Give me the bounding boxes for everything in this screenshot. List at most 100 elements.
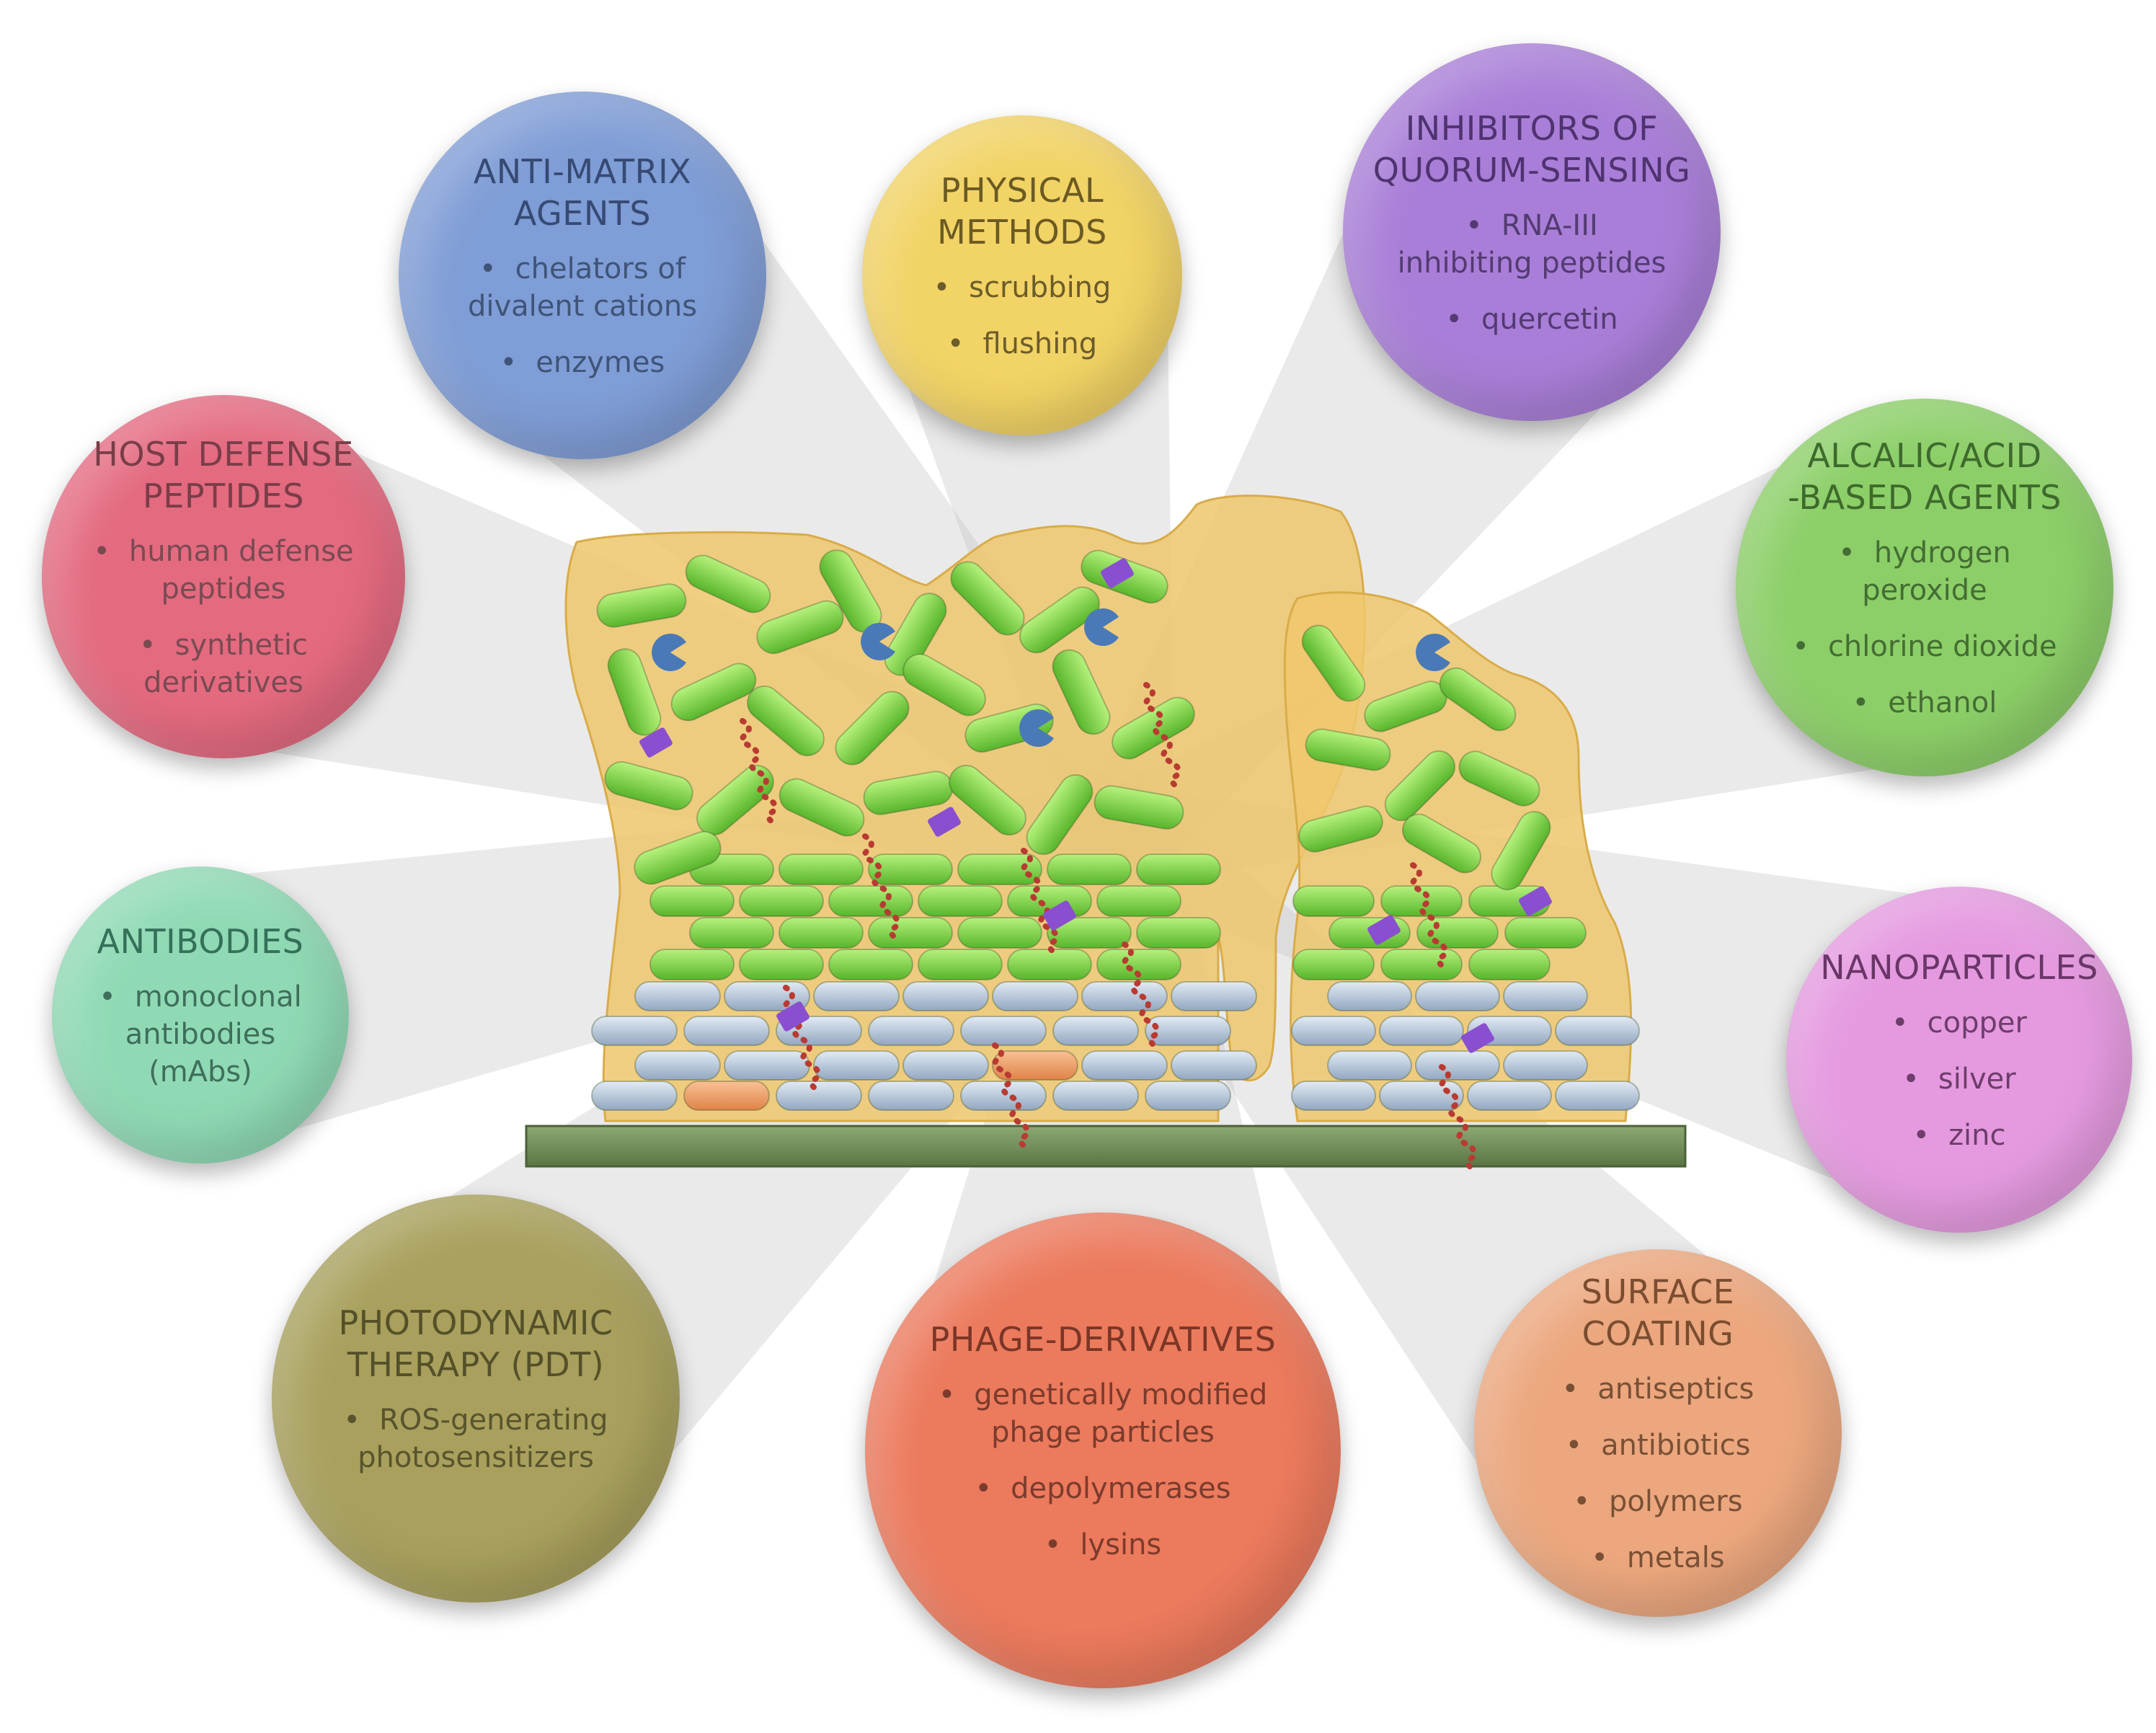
bacterium-cell: [1136, 854, 1221, 885]
peptide-marker: [639, 727, 673, 758]
bacterium-cell: [1503, 1050, 1588, 1081]
enzyme-shape: [652, 634, 686, 671]
bubble-items: ROS-generating photosensitizers: [328, 1401, 624, 1495]
bacterium-cell: [649, 949, 735, 980]
bacterium-cell: [884, 593, 947, 676]
bacterium-cell: [1379, 1016, 1464, 1046]
bacterium-cell: [683, 1016, 770, 1046]
bacterium-cell: [828, 949, 913, 980]
bacterium-cell: [1096, 885, 1181, 917]
bacterium-cell: [670, 662, 757, 722]
bacterium-cell: [1415, 981, 1500, 1011]
bubble-antibodies: ANTIBODIESmonoclonal antibodies (mAbs): [52, 866, 349, 1164]
bacterium-cell: [902, 653, 986, 717]
bacterium-cell: [813, 981, 900, 1011]
bacterium-cell: [1052, 649, 1111, 735]
bubble-items: RNA-III inhibiting peptidesquercetin: [1395, 207, 1669, 357]
bubble-title-line: ALCALIC/ACID: [1807, 436, 2042, 475]
peptide-marker: [1461, 1023, 1494, 1053]
edna-strand: [1021, 848, 1061, 957]
bubble-item: copper: [1891, 1004, 2027, 1042]
bubble-title-line: ANTI-MATRIX: [473, 152, 692, 191]
bubble-title: ALCALIC/ACID-BASED AGENTS: [1788, 435, 2062, 518]
bacterium-cell: [778, 854, 864, 885]
enzyme-shape: [1416, 634, 1450, 671]
bubble-title-line: PHYSICAL: [940, 171, 1104, 210]
peptide-marker: [776, 1001, 809, 1032]
bubble-items: human defense peptidessynthetic derivati…: [92, 533, 355, 720]
bacterium-cell: [604, 761, 693, 811]
bacterium-cell: [902, 1050, 989, 1081]
bacterium-cell: [756, 600, 844, 655]
bubble-title-line: ANTIBODIES: [97, 922, 304, 961]
bubble-surface-coating: SURFACECOATINGantisepticsantibioticspoly…: [1474, 1249, 1842, 1617]
bacterium-cell: [1401, 813, 1482, 874]
bacterium-cell: [1491, 810, 1551, 891]
bacterium-cell: [739, 949, 824, 980]
bacterium-cell: [1291, 1016, 1376, 1046]
bacterium-cell: [1291, 1081, 1376, 1111]
edna-strand: [1122, 941, 1162, 1051]
bacterium-cell: [1081, 1050, 1168, 1081]
bubble-physical-methods: PHYSICALMETHODSscrubbingflushing: [862, 115, 1182, 435]
bubble-item: chlorine dioxide: [1788, 628, 2062, 665]
bubble-item: lysins: [931, 1526, 1276, 1564]
bacterium-cell: [1093, 785, 1184, 830]
bubble-item: antibiotics: [1562, 1427, 1754, 1464]
bacterium-cell: [591, 1016, 678, 1046]
bacterium-cell: [1555, 1016, 1640, 1046]
bacterium-cell: [696, 764, 774, 836]
bacterium-cell: [918, 949, 1003, 980]
bacterium-cell: [1047, 917, 1132, 949]
bacterium-cell: [868, 854, 953, 885]
bacterium-cell: [1096, 949, 1181, 980]
bubble-item: synthetic derivatives: [92, 626, 355, 701]
bacterium-cell: [992, 1050, 1078, 1081]
peptide-marker: [1043, 900, 1076, 931]
bacterium-cell: [868, 1016, 954, 1046]
bacterium-cell: [634, 981, 721, 1011]
bacterium-cell: [1305, 728, 1391, 771]
bacterium-cell: [1145, 1081, 1231, 1111]
bubble-title: PHAGE-DERIVATIVES: [930, 1318, 1277, 1360]
bacterium-cell: [1019, 586, 1100, 654]
bubble-item: zinc: [1891, 1117, 2027, 1154]
edna-strand: [1439, 1064, 1479, 1174]
bacterium-cell: [1171, 1050, 1257, 1081]
bacterium-cell: [1171, 981, 1257, 1011]
bacterium-cell: [1504, 917, 1587, 949]
bubble-item: genetically modified phage particles: [931, 1376, 1276, 1451]
bubble-nanoparticles: NANOPARTICLEScoppersilverzinc: [1786, 887, 2132, 1233]
bacterium-cell: [685, 554, 771, 613]
bubble-items: scrubbingflushing: [933, 269, 1111, 381]
edna-strand: [1143, 682, 1184, 792]
bacterium-cell: [960, 1081, 1047, 1111]
bacterium-cell: [596, 583, 687, 628]
bacterium-cell: [1145, 1016, 1231, 1046]
edna-strand: [783, 985, 823, 1094]
peptide-marker: [928, 807, 961, 837]
peptide-marker: [1367, 915, 1401, 945]
bacterium-cell: [1380, 885, 1463, 917]
bubble-title-line: INHIBITORS OF: [1405, 109, 1659, 148]
bacterium-cell: [607, 648, 662, 736]
enzyme-shape: [861, 623, 895, 661]
bacterium-cell: [683, 1081, 770, 1111]
bubble-item: scrubbing: [933, 269, 1111, 306]
bubble-items: genetically modified phage particlesdepo…: [931, 1376, 1276, 1582]
bacterium-cell: [634, 830, 722, 885]
bacterium-cell: [835, 691, 910, 766]
bacterium-cell: [1384, 750, 1456, 822]
bubble-title: ANTIBODIES: [97, 921, 304, 962]
bubble-item: RNA-III inhibiting peptides: [1395, 207, 1669, 282]
bacterium-cell: [1292, 885, 1375, 917]
bacterium-cell: [957, 854, 1042, 885]
edna-strand: [992, 1042, 1032, 1152]
bacterium-cell: [1379, 1081, 1464, 1111]
